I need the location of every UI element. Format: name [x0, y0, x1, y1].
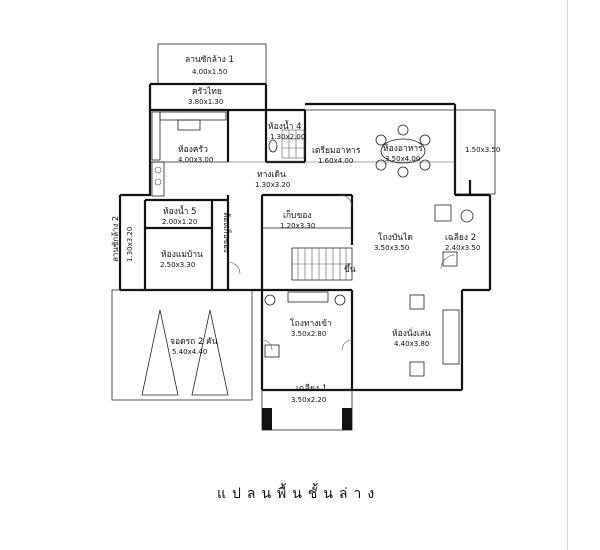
room-size-thai-kitchen: 3.80x1.30 [188, 98, 223, 106]
terrace1-area [261, 389, 353, 431]
room-name-storage: เก็บของ [283, 209, 312, 221]
room-size-living: 4.40x3.80 [394, 340, 429, 348]
door-swings [227, 194, 456, 351]
dining-table-icon [375, 124, 431, 178]
room-size-terrace2: 2.40x3.50 [445, 244, 480, 252]
room-size-walkway: 1.30x3.20 [255, 181, 290, 189]
bath4-fixtures [268, 129, 305, 159]
room-size-dining: 3.50x4.00 [385, 155, 420, 163]
room-size-entrance-hall: 3.50x2.80 [291, 330, 326, 338]
room-size-bath4: 1.30x2.00 [270, 133, 305, 141]
room-size-storage: 1.20x3.30 [280, 222, 315, 230]
terrace2-furniture [434, 204, 474, 267]
room-size-maid: 2.50x3.30 [160, 261, 195, 269]
room-name-stair-up: ขึ้น [344, 263, 356, 275]
room-size-bath5: 2.00x1.20 [162, 218, 197, 226]
room-size-laundry-top: 4.00x1.50 [192, 68, 227, 76]
room-name-laundry-left: ลานซักล้าง 2 [111, 216, 120, 262]
room-name-carport: จอดรถ 2 คัน [170, 337, 218, 347]
room-size-prep: 1.60x4.00 [318, 157, 353, 165]
room-name-bath5: ห้องน้ำ 5 [163, 205, 197, 217]
room-size-kitchen: 4.00x3.00 [178, 156, 213, 164]
page-edge-line [567, 0, 568, 550]
carport-area [111, 289, 253, 401]
plan-title: แปลนพื้นชั้นล่าง [217, 483, 380, 502]
room-name-living: ห้องนั่งเล่น [392, 327, 431, 339]
room-name-storage-small: ห้องเก็บของ [222, 212, 232, 253]
room-name-thai-kitchen: ครัวไทย [192, 86, 222, 97]
room-name-laundry-top: ลานซักล้าง 1 [185, 54, 234, 65]
room-name-walkway: ทางเดิน [257, 170, 286, 180]
room-size-terrace1: 3.50x2.20 [291, 396, 326, 404]
room-size-terrace-right: 1.50x3.50 [465, 146, 500, 154]
room-name-prep: เตรียมอาหาร [312, 145, 361, 156]
room-name-dining: ห้องอาหาร [383, 143, 423, 154]
room-name-entrance-hall: โถงทางเข้า [290, 318, 332, 329]
room-name-terrace2: เฉลียง 2 [445, 232, 476, 243]
room-size-laundry-left: 1.30x3.20 [126, 227, 134, 262]
living-furniture [264, 291, 460, 377]
room-name-bath4: ห้องน้ำ 4 [268, 120, 302, 132]
room-name-maid: ห้องแม่บ้าน [161, 249, 203, 260]
room-size-carport: 5.40x4.40 [172, 348, 207, 356]
room-name-kitchen: ห้องครัว [178, 144, 208, 155]
room-size-stair-hall: 3.50x3.50 [374, 244, 409, 252]
room-name-stair-hall: โถงบันได [378, 232, 413, 243]
staircase [291, 247, 353, 281]
room-name-terrace1: เฉลียง 1 [296, 383, 327, 394]
kitchen-fixtures [151, 111, 227, 197]
room-labels: ลานซักล้าง 1 4.00x1.50 ครัวไทย 3.80x1.30… [111, 54, 500, 404]
